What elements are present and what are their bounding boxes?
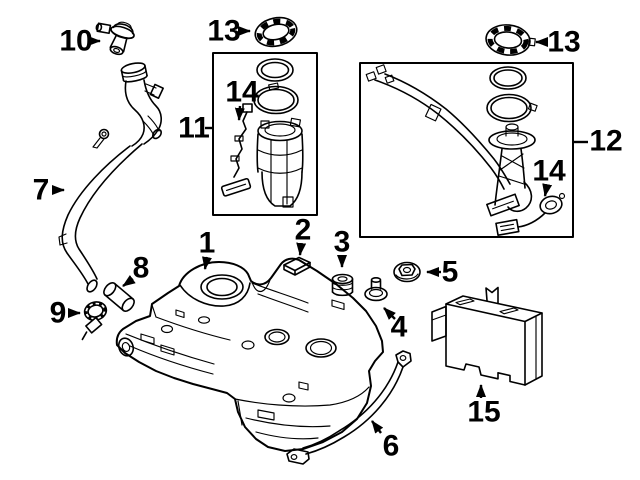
hose-clamp-illustration bbox=[81, 301, 108, 341]
sleeve-hose-illustration bbox=[103, 282, 135, 312]
callout-13-right[interactable]: 13 bbox=[535, 26, 581, 59]
callout-6[interactable]: 6 bbox=[371, 420, 400, 463]
callout-11-label[interactable]: 11 bbox=[178, 112, 210, 145]
grommet-illustration bbox=[331, 273, 354, 297]
control-module-illustration bbox=[431, 286, 543, 386]
filler-neck-illustration bbox=[92, 62, 164, 149]
callout-4-label[interactable]: 4 bbox=[391, 311, 408, 344]
callout-10-label[interactable]: 10 bbox=[59, 25, 92, 58]
callout-11[interactable]: 11 bbox=[178, 112, 213, 145]
callout-1[interactable]: 1 bbox=[199, 227, 216, 270]
callout-13-right-label[interactable]: 13 bbox=[547, 26, 580, 59]
tank-strap-illustration bbox=[286, 350, 412, 465]
callout-10[interactable]: 10 bbox=[59, 25, 101, 58]
callout-5-label[interactable]: 5 bbox=[442, 256, 459, 289]
callout-8-arrow bbox=[122, 275, 136, 287]
pump-module-box bbox=[212, 52, 318, 216]
callout-2[interactable]: 2 bbox=[295, 214, 312, 256]
callout-6-label[interactable]: 6 bbox=[383, 430, 400, 463]
callout-1-label[interactable]: 1 bbox=[199, 227, 216, 260]
callout-15-label[interactable]: 15 bbox=[467, 396, 500, 429]
callout-1-arrow bbox=[202, 256, 212, 270]
mount-pad-illustration bbox=[283, 256, 311, 276]
callout-4-arrow bbox=[383, 307, 397, 321]
callout-14-left[interactable]: 14 bbox=[225, 76, 259, 121]
callout-9[interactable]: 9 bbox=[50, 297, 81, 330]
callout-3[interactable]: 3 bbox=[334, 226, 351, 268]
lock-ring-left-illustration bbox=[254, 16, 298, 48]
callout-14-left-arrow bbox=[234, 105, 245, 121]
callout-2-arrow bbox=[296, 242, 307, 256]
lock-ring-right-illustration bbox=[485, 24, 536, 56]
callout-7[interactable]: 7 bbox=[33, 174, 65, 207]
sender-assembly-box bbox=[359, 62, 574, 238]
callout-5[interactable]: 5 bbox=[426, 256, 459, 289]
callout-14-right[interactable]: 14 bbox=[532, 155, 566, 197]
callout-7-label[interactable]: 7 bbox=[33, 174, 50, 207]
callout-13-left-label[interactable]: 13 bbox=[207, 15, 240, 48]
callout-14-left-label[interactable]: 14 bbox=[225, 76, 259, 109]
pump-module-illustration bbox=[220, 58, 304, 208]
callout-14-right-arrow bbox=[542, 183, 553, 197]
fuel-tank-illustration bbox=[115, 257, 384, 452]
callout-8-label[interactable]: 8 bbox=[133, 252, 150, 285]
nut-illustration bbox=[393, 261, 421, 283]
filler-pipe-illustration bbox=[58, 143, 143, 293]
valve-grommet-illustration bbox=[364, 276, 388, 302]
callout-4[interactable]: 4 bbox=[383, 307, 408, 344]
callout-15[interactable]: 15 bbox=[467, 384, 501, 429]
callout-9-label[interactable]: 9 bbox=[50, 297, 67, 330]
callout-12-label[interactable]: 12 bbox=[589, 125, 622, 158]
callout-6-arrow bbox=[371, 420, 384, 434]
callout-8[interactable]: 8 bbox=[122, 252, 150, 287]
callout-12[interactable]: 12 bbox=[573, 125, 623, 158]
callout-2-label[interactable]: 2 bbox=[295, 214, 312, 247]
callout-14-right-label[interactable]: 14 bbox=[532, 155, 566, 188]
callout-3-label[interactable]: 3 bbox=[334, 226, 351, 259]
sender-assembly-illustration bbox=[365, 64, 566, 236]
callout-13-left[interactable]: 13 bbox=[207, 15, 251, 48]
vent-valve-illustration bbox=[95, 21, 135, 56]
